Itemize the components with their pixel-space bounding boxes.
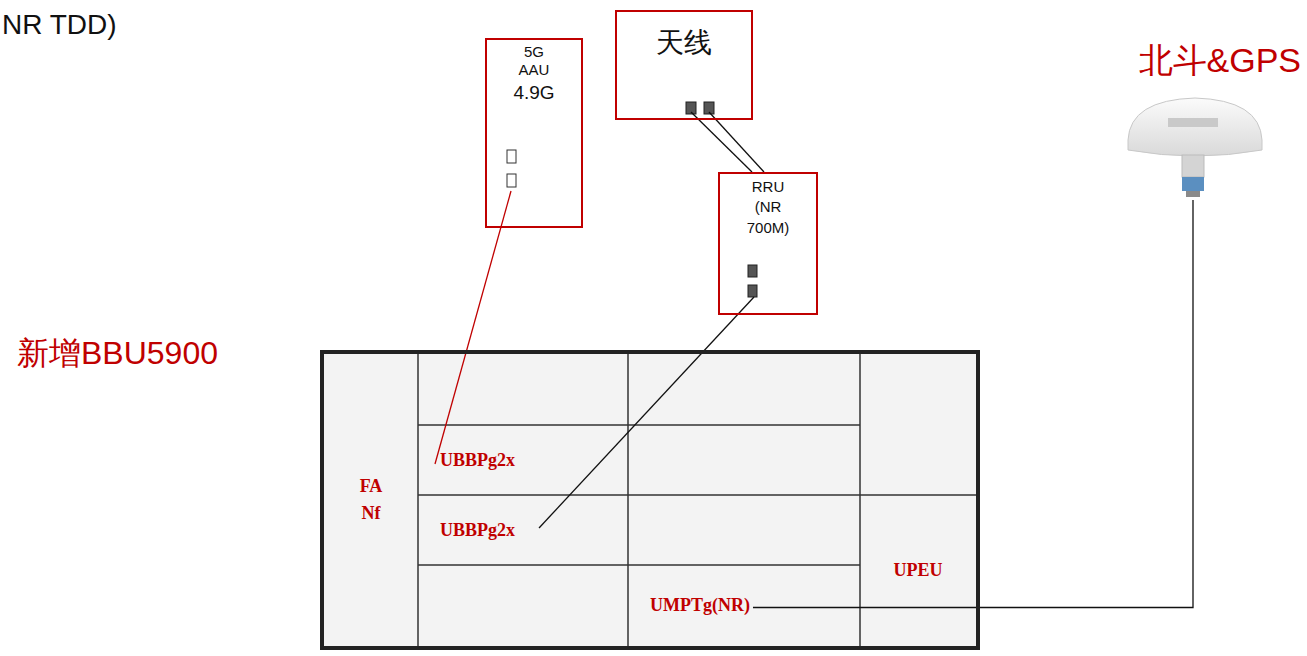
gps-node: 北斗&GPS [1118, 40, 1301, 200]
cable-stroke [539, 297, 754, 528]
rru-ports [748, 265, 757, 297]
cable-stroke [435, 191, 511, 464]
baseband-slot: UBBPg2x [418, 425, 628, 495]
node-sublabel: 4.9G [513, 82, 554, 105]
cable-line [539, 297, 754, 528]
node-label: UMPTg(NR) [650, 595, 750, 616]
cable-stroke [709, 112, 764, 172]
node-label: UPEU [894, 560, 943, 581]
chassis-fill [322, 352, 976, 648]
aau-box: 5G AAU 4.9G [485, 38, 583, 228]
node-label: 新增BBU5900 [17, 334, 218, 372]
cable-stroke [691, 112, 752, 172]
cable-line [753, 200, 1193, 608]
antenna-box: 天线 [615, 10, 753, 120]
fan-slot: FA Nf [324, 354, 418, 646]
node-label: FA Nf [357, 473, 385, 527]
main-control-slot: UMPTg(NR) [628, 565, 860, 646]
baseband-slot: UBBPg2x [418, 495, 628, 565]
title-fragment: NR TDD) [2, 8, 117, 42]
node-label: 北斗&GPS [1139, 40, 1301, 81]
bbu-chassis: 新增BBU5900FA NfUBBPg2xUBBPg2xUPEUUMPTg(NR… [320, 350, 980, 650]
gps-antenna-icon [1128, 98, 1262, 197]
slot-grid [418, 352, 976, 648]
node-label: 天线 [656, 26, 712, 60]
node-label: RRU (NR 700M) [737, 177, 799, 238]
node-label: 5G AAU [511, 43, 557, 79]
node-label: UBBPg2x [440, 450, 515, 471]
rru-box: RRU (NR 700M) [718, 172, 818, 315]
cable-stroke [753, 200, 1193, 608]
node-label: UBBPg2x [440, 520, 515, 541]
aau-ports [507, 150, 516, 187]
cable-line [435, 191, 511, 464]
cable-line [691, 112, 764, 172]
power-slot: UPEU [860, 495, 976, 646]
